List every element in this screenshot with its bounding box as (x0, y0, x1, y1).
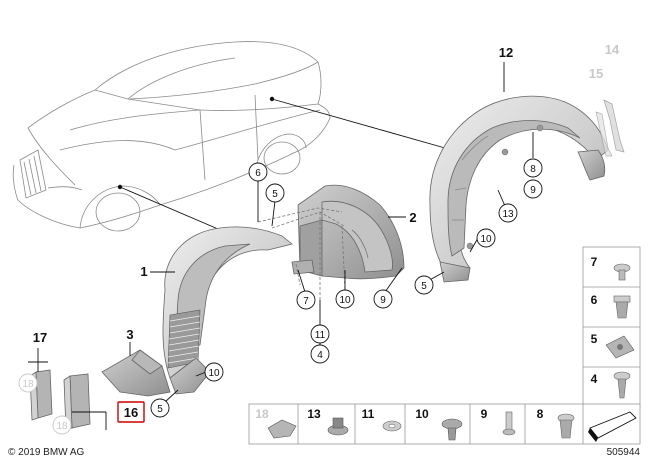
copyright-text: © 2019 BMW AG (8, 447, 85, 458)
legend-bottom-8: 8 (537, 407, 544, 421)
callout-9-front: 9 (373, 289, 393, 309)
front-splash-shield (101, 349, 171, 397)
svg-text:5: 5 (272, 189, 278, 200)
selection-arrow-icon (588, 411, 637, 442)
callout-18-faded: 18 18 (18, 373, 72, 435)
svg-text:10: 10 (480, 234, 492, 245)
legend-bottom-13: 13 (307, 407, 321, 421)
callout-8: 8 (523, 158, 543, 178)
svg-text:8: 8 (530, 164, 536, 175)
legend-bottom-9: 9 (481, 407, 488, 421)
rear-trim-strips (595, 99, 625, 157)
car-outline (12, 41, 331, 232)
callout-10-front: 10 (335, 289, 355, 309)
callout-6-front: 6 (248, 162, 268, 182)
diagram-number: 505944 (607, 447, 641, 458)
label-15: 15 (589, 66, 603, 81)
label-12: 12 (499, 45, 513, 60)
front-bracket-7 (291, 259, 315, 275)
flange-nut-icon (327, 417, 349, 436)
part-labels: 1 2 3 17 12 14 15 (33, 42, 620, 345)
legend-bottom-11: 11 (362, 407, 375, 421)
spreader-nut-icon (557, 413, 575, 439)
svg-text:9: 9 (530, 185, 536, 196)
highlighted-part-16[interactable]: 16 (117, 401, 145, 423)
label-14: 14 (605, 42, 620, 57)
svg-text:7: 7 (303, 296, 309, 307)
clip-nut-icon (605, 335, 635, 359)
rivet-icon (502, 411, 516, 436)
legend-right-5: 5 (591, 332, 598, 346)
label-2: 2 (409, 210, 416, 225)
legend-right-6: 6 (591, 293, 598, 307)
svg-text:4: 4 (317, 350, 323, 361)
callout-11: 11 (310, 324, 330, 344)
front-wheel-housing-cover (297, 184, 405, 280)
liner-vent-grille (167, 309, 201, 369)
label-17: 17 (33, 330, 47, 345)
screw-icon (613, 371, 631, 399)
rear-wheel-arch-liner (429, 95, 609, 283)
svg-text:10: 10 (339, 295, 351, 306)
circled-callouts: 6 5 7 10 9 11 4 10 5 8 9 13 10 5 (150, 158, 543, 418)
label-1: 1 (140, 264, 147, 279)
legend-right-7: 7 (591, 255, 598, 269)
legend-bottom-10: 10 (415, 407, 429, 421)
svg-text:13: 13 (502, 209, 514, 220)
svg-text:9: 9 (380, 295, 386, 306)
svg-text:10: 10 (208, 368, 220, 379)
front-fastener-lines (257, 207, 346, 300)
callout-7: 7 (296, 290, 316, 310)
washer-icon (382, 420, 402, 432)
svg-text:18: 18 (56, 421, 68, 432)
svg-text:5: 5 (421, 281, 427, 292)
callout-9-rear: 9 (523, 179, 543, 199)
svg-text:16: 16 (124, 405, 138, 420)
legend-bottom-18: 18 (255, 407, 269, 421)
hex-bolt-icon (441, 418, 463, 441)
retaining-clip-icon (267, 419, 297, 439)
callout-10-liner: 10 (204, 362, 224, 382)
legend-bottom: 18 13 11 10 9 8 (248, 403, 641, 445)
svg-text:5: 5 (157, 404, 163, 415)
label-3: 3 (126, 327, 133, 342)
legend-right: 7 6 5 4 (582, 246, 641, 408)
callout-13: 13 (498, 203, 518, 223)
front-wheel-arch-liner (162, 226, 293, 395)
front-wheel-leader (119, 186, 233, 236)
legend-right-4: 4 (591, 372, 598, 386)
callout-10-rear: 10 (476, 228, 496, 248)
rear-wheel-leader (271, 98, 446, 149)
svg-text:18: 18 (22, 379, 34, 390)
callout-5-rear: 5 (414, 275, 434, 295)
expanding-nut-icon (613, 295, 631, 319)
svg-text:6: 6 (255, 168, 261, 179)
svg-text:11: 11 (315, 330, 326, 341)
callout-5-front-top: 5 (265, 183, 285, 203)
callout-4: 4 (310, 344, 330, 364)
callout-5-liner: 5 (150, 398, 170, 418)
push-rivet-icon (613, 263, 631, 281)
